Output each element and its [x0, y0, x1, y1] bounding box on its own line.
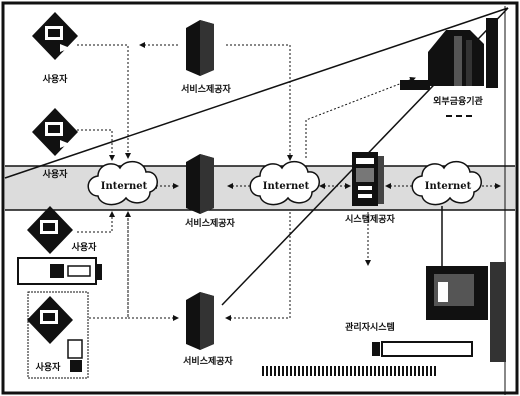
service-provider-label-center: 서비스제공자 — [185, 217, 235, 229]
user-label-3: 사용자 — [72, 241, 98, 253]
admin-system-label: 관리자시스템 — [345, 321, 395, 333]
phone-icon — [68, 340, 82, 358]
internet-label-3: Internet — [425, 181, 472, 192]
service-provider-label-top: 서비스제공자 — [181, 83, 231, 95]
system-provider-label: 시스템제공자 — [345, 213, 395, 225]
user-node-4: 사용자 — [27, 292, 88, 378]
internet-label-1: Internet — [101, 181, 148, 192]
user-label-2: 사용자 — [43, 168, 69, 180]
user-label-4: 사용자 — [36, 361, 62, 373]
external-finance-label: 외부금융기관 — [433, 95, 483, 107]
service-provider-label-bottom: 서비스제공자 — [183, 355, 233, 367]
internet-label-2: Internet — [263, 181, 310, 192]
user-label-1: 사용자 — [43, 73, 69, 85]
admin-keyboard-icon — [382, 342, 472, 356]
